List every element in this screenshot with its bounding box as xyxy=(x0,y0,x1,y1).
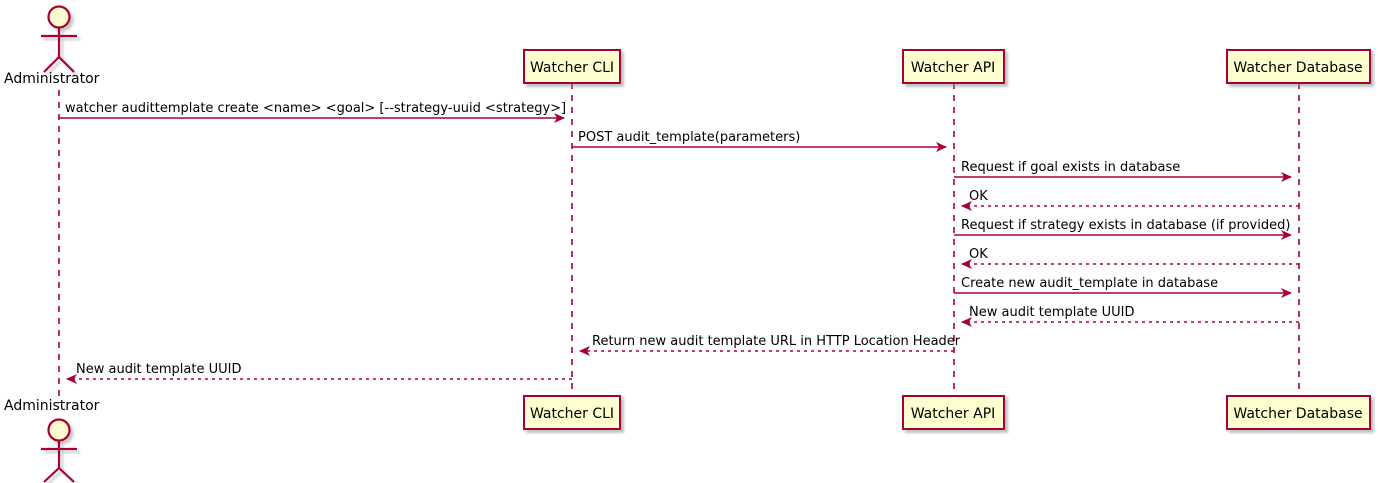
participant-label-watcher-cli: Watcher CLI xyxy=(530,406,614,422)
lifelines-group xyxy=(58,83,1300,403)
message-label: Return new audit template URL in HTTP Lo… xyxy=(592,334,961,349)
participant-box-rect xyxy=(1226,49,1371,84)
message-3[interactable]: OK xyxy=(961,189,1299,211)
participant-box-watcher-database-top[interactable]: Watcher Database xyxy=(1226,49,1371,84)
actor-label-administrator-bottom: Administrator xyxy=(4,398,100,414)
actor-administrator-bottom xyxy=(41,418,77,483)
actor-head-icon xyxy=(47,5,71,29)
message-9[interactable]: New audit template UUID xyxy=(66,362,572,384)
participant-box-rect xyxy=(1226,395,1371,430)
actor-leg-right-icon xyxy=(58,467,75,483)
message-1[interactable]: POST audit_template(parameters) xyxy=(572,130,947,152)
message-2[interactable]: Request if goal exists in database xyxy=(954,160,1292,182)
participant-box-watcher-database-bottom[interactable]: Watcher Database xyxy=(1226,395,1371,430)
message-label: Request if strategy exists in database (… xyxy=(961,218,1290,233)
participant-label-watcher-api: Watcher API xyxy=(911,406,996,422)
participant-box-rect xyxy=(902,395,1005,430)
participant-box-watcher-api-bottom[interactable]: Watcher API xyxy=(902,395,1005,430)
actor-leg-left-icon xyxy=(43,467,60,483)
actor-administrator-top xyxy=(41,5,77,73)
participant-label-watcher-database: Watcher Database xyxy=(1233,60,1362,76)
participant-box-rect xyxy=(523,49,621,84)
participant-label-watcher-cli: Watcher CLI xyxy=(530,60,614,76)
actor-head-icon xyxy=(47,418,71,442)
message-7[interactable]: New audit template UUID xyxy=(961,305,1299,327)
actor-leg-left-icon xyxy=(43,56,60,73)
actor-label-administrator-top: Administrator xyxy=(4,71,100,87)
participant-box-watcher-cli-bottom[interactable]: Watcher CLI xyxy=(523,395,621,430)
participant-box-rect xyxy=(523,395,621,430)
participant-label-watcher-database: Watcher Database xyxy=(1233,406,1362,422)
message-label: watcher audittemplate create <name> <goa… xyxy=(65,101,566,116)
message-label: Request if goal exists in database xyxy=(961,160,1180,175)
participant-box-rect xyxy=(902,49,1005,84)
message-5[interactable]: OK xyxy=(961,247,1299,269)
participant-box-watcher-cli-top[interactable]: Watcher CLI xyxy=(523,49,621,84)
actor-leg-right-icon xyxy=(58,56,75,73)
message-4[interactable]: Request if strategy exists in database (… xyxy=(954,218,1292,240)
message-label: Create new audit_template in database xyxy=(961,276,1218,291)
message-label: POST audit_template(parameters) xyxy=(578,130,800,145)
participant-box-watcher-api-top[interactable]: Watcher API xyxy=(902,49,1005,84)
message-6[interactable]: Create new audit_template in database xyxy=(954,276,1292,298)
message-label: New audit template UUID xyxy=(76,362,241,377)
participant-label-watcher-api: Watcher API xyxy=(911,60,996,76)
message-0[interactable]: watcher audittemplate create <name> <goa… xyxy=(59,101,566,123)
message-label: OK xyxy=(969,189,988,204)
message-label: OK xyxy=(969,247,988,262)
message-8[interactable]: Return new audit template URL in HTTP Lo… xyxy=(579,334,961,356)
message-label: New audit template UUID xyxy=(969,305,1134,320)
